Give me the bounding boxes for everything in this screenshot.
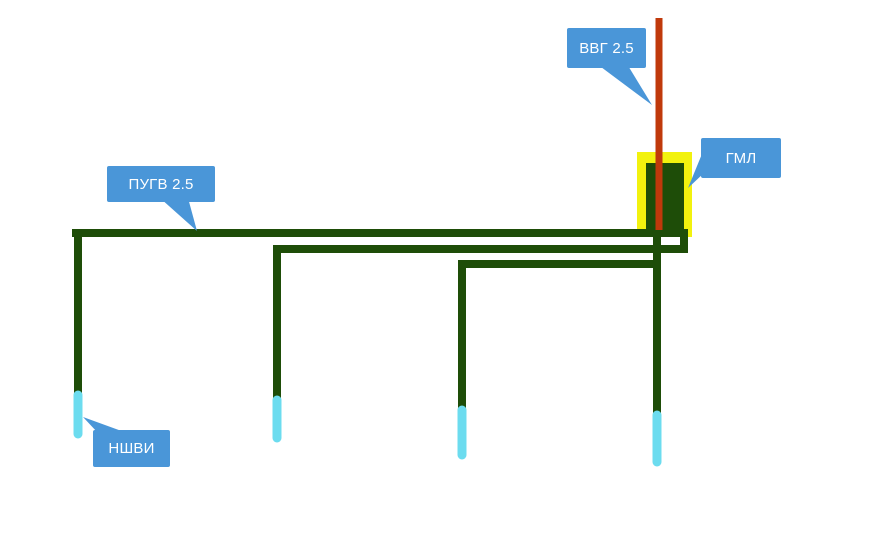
callout-tail-nshvi [83,417,127,433]
callout-vvg: ВВГ 2.5 [567,28,646,68]
gml-sleeve-core [646,163,684,230]
callout-tail-pugv [160,198,197,231]
callout-pugv-label: ПУГВ 2.5 [128,175,194,193]
callout-tail-gml [688,149,704,188]
callout-nshvi-label: НШВИ [108,440,155,457]
callout-vvg-label: ВВГ 2.5 [579,39,634,57]
callout-pugv: ПУГВ 2.5 [107,166,215,202]
callout-nshvi: НШВИ [93,430,170,467]
callout-gml: ГМЛ [701,138,781,178]
callout-tail-vvg [597,64,652,105]
callout-gml-label: ГМЛ [725,149,757,167]
